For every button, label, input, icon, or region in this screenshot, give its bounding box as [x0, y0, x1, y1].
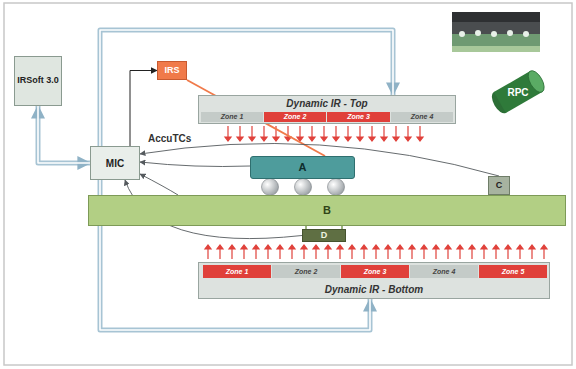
- node-text: Zone 2: [284, 113, 307, 121]
- arrow-core: [38, 106, 90, 163]
- solder-balls: [262, 179, 345, 196]
- node-text: Zone 4: [411, 113, 434, 121]
- node-text: RPC: [507, 87, 528, 98]
- heater-zone: Zone 4: [410, 265, 478, 278]
- heater-zone: Zone 5: [479, 265, 547, 278]
- thermocouple-wire: [140, 174, 178, 195]
- node-text: B: [323, 204, 331, 216]
- software-box: IRSoft 3.0: [14, 56, 62, 106]
- frame: [4, 3, 572, 365]
- node-text: A: [299, 161, 307, 173]
- node-text: Dynamic IR - Top: [286, 98, 367, 109]
- controller-box: MIC: [90, 146, 140, 180]
- photo-thumbnail: [452, 12, 540, 52]
- circuit-board: B: [88, 195, 566, 226]
- rpc-cylinder: RPC: [488, 66, 548, 118]
- node-text: D: [321, 231, 328, 241]
- node-text: Zone 3: [347, 113, 370, 121]
- node-text: Zone 2: [295, 268, 318, 276]
- node-text: C: [496, 181, 503, 191]
- node-text: IRSoft 3.0: [17, 76, 59, 86]
- node-text: Zone 1: [226, 268, 249, 276]
- feedback-arrow: [100, 30, 393, 146]
- node-text: IRS: [164, 66, 179, 76]
- node-text: Zone 1: [221, 113, 244, 121]
- sensor-box: IRS: [157, 61, 187, 80]
- arrow-core: [100, 30, 393, 146]
- heater-zone: Zone 2: [272, 265, 340, 278]
- bottom-ir-arrows: [205, 245, 547, 259]
- heater-band: Dynamic IR - Bottom Zone 1 Zone 2 Zone 3 Zon…: [198, 262, 550, 299]
- node-text: Zone 3: [364, 268, 387, 276]
- heater-zone: Zone 2: [264, 112, 326, 122]
- heater-zone: Zone 3: [341, 265, 409, 278]
- component-c: C: [488, 176, 510, 195]
- thermocouple-wire: [140, 162, 250, 167]
- node-text: Zone 4: [433, 268, 456, 276]
- wire-label: AccuTCs: [148, 133, 191, 144]
- heater-zone: Zone 1: [201, 112, 263, 122]
- component-d: D: [302, 229, 346, 242]
- heater-band: Dynamic IR - TopZone 1 Zone 2 Zone 3 Zone 4: [198, 95, 456, 124]
- node-text: Dynamic IR - Bottom: [325, 284, 423, 295]
- feedback-arrow: [38, 106, 90, 163]
- component-a: A: [250, 156, 355, 179]
- top-ir-arrows: [225, 126, 423, 141]
- heater-zone: Zone 1: [203, 265, 271, 278]
- node-text: MIC: [106, 158, 124, 169]
- node-text: Zone 5: [502, 268, 525, 276]
- heater-zone: Zone 4: [391, 112, 453, 122]
- heater-zone: Zone 3: [327, 112, 390, 122]
